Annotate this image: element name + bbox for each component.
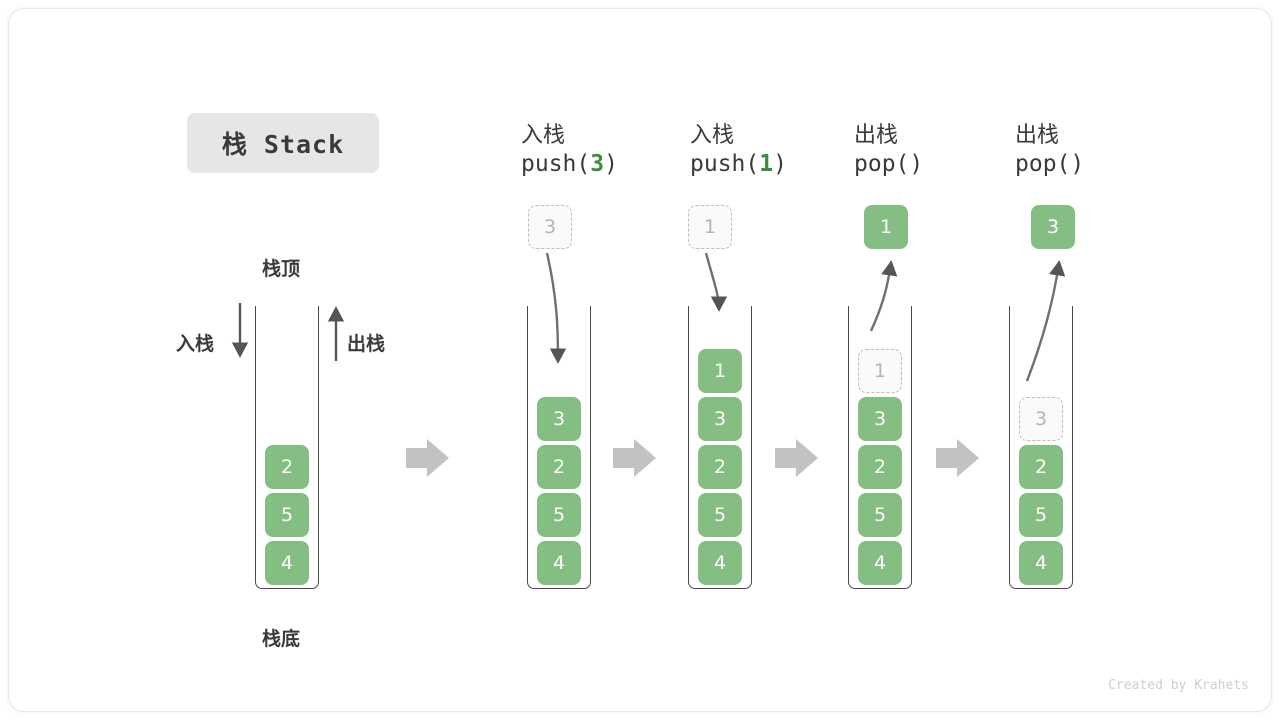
- step-push-3-op-cn: 入栈: [521, 123, 566, 148]
- stack-element: 4: [858, 541, 902, 585]
- stack-element: 4: [1019, 541, 1063, 585]
- stack-element: 5: [537, 493, 581, 537]
- stack-top-label: 栈顶: [262, 258, 301, 280]
- stack-element: 5: [698, 493, 742, 537]
- step-push-1-incoming-element: 1: [688, 205, 732, 249]
- pop-direction-label: 出栈: [347, 333, 386, 355]
- push-1-motion-arrow-icon: [704, 252, 728, 312]
- credit-text: Created by Krahets: [1108, 678, 1249, 693]
- stack-element: 3: [1019, 397, 1063, 441]
- stack-element: 4: [265, 541, 309, 585]
- step-transition-arrow-icon: [775, 439, 818, 477]
- stack-element: 1: [858, 349, 902, 393]
- step-pop-1-popped-element: 1: [864, 205, 908, 249]
- stack-bottom-label: 栈底: [262, 628, 301, 650]
- stack-element: 5: [1019, 493, 1063, 537]
- step-pop-3-op-code: pop(): [1015, 151, 1085, 177]
- step-transition-arrow-icon: [613, 439, 656, 477]
- stack-element: 4: [698, 541, 742, 585]
- step-pop-3-popped-element: 3: [1031, 205, 1075, 249]
- step-push-1-op-cn: 入栈: [690, 123, 735, 148]
- stack-element: 5: [858, 493, 902, 537]
- stack-element: 3: [537, 397, 581, 441]
- step-pop-3-op-cn: 出栈: [1015, 123, 1060, 148]
- stack-element: 2: [858, 445, 902, 489]
- step-pop-1-op-code: pop(): [854, 151, 924, 177]
- step-transition-arrow-icon: [406, 439, 449, 477]
- stack-element: 2: [1019, 445, 1063, 489]
- step-push-3-incoming-element: 3: [528, 205, 572, 249]
- stack-element: 5: [265, 493, 309, 537]
- step-push-1-op-code: push(1): [690, 151, 787, 177]
- step-pop-1-op-cn: 出栈: [854, 123, 899, 148]
- stack-element: 2: [265, 445, 309, 489]
- diagram-title-badge: 栈 Stack: [187, 113, 379, 173]
- step-transition-arrow-icon: [936, 439, 979, 477]
- stack-element: 4: [537, 541, 581, 585]
- stack-element: 2: [537, 445, 581, 489]
- stack-element: 3: [698, 397, 742, 441]
- stack-element: 3: [858, 397, 902, 441]
- stack-element: 2: [698, 445, 742, 489]
- stack-element: 1: [698, 349, 742, 393]
- push-direction-label: 入栈: [176, 333, 215, 355]
- step-push-3-op-code: push(3): [521, 151, 618, 177]
